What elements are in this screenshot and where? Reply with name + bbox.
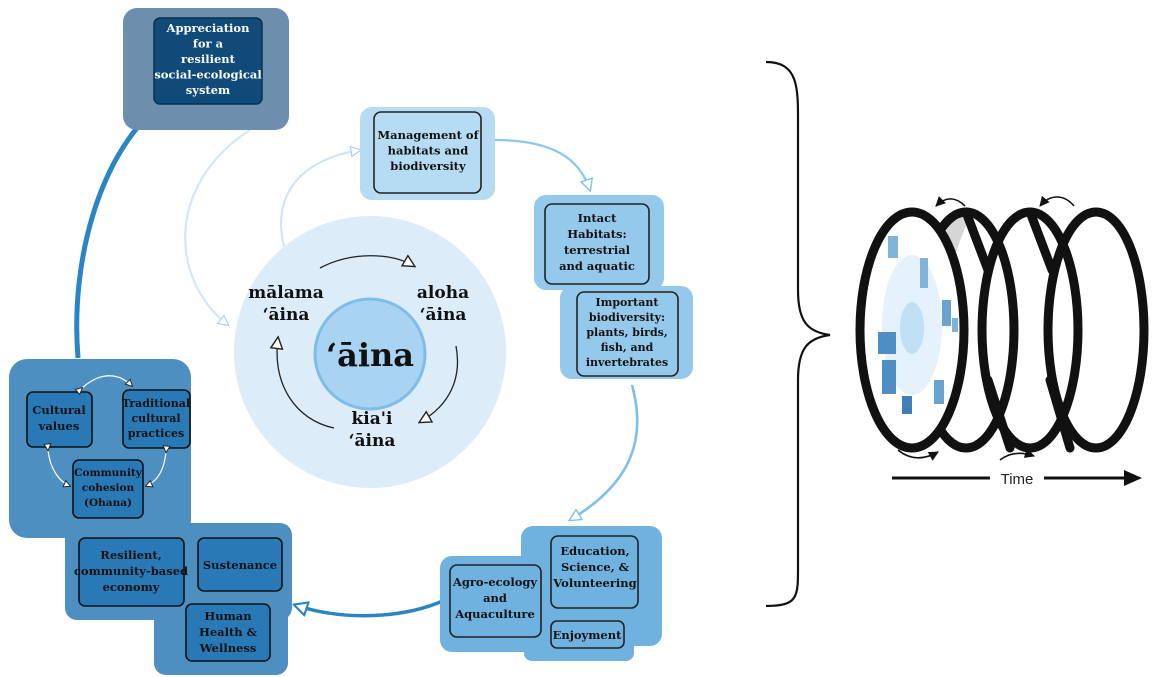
arrow-practices-cohesion xyxy=(146,452,166,486)
center-core-label: ʻāina xyxy=(326,336,414,374)
label-line: Traditional xyxy=(122,397,190,410)
label-line: fish, and xyxy=(601,341,654,354)
label-line: ʻāina xyxy=(263,305,310,325)
arrow-aloha-to-kiai xyxy=(420,345,459,422)
enjoyment-box xyxy=(550,620,625,649)
important-biodiversity-box xyxy=(576,291,679,377)
intact-habitats-box xyxy=(544,203,650,285)
spiral-graphic xyxy=(855,195,1149,486)
label-line: aloha xyxy=(417,283,469,303)
label-line: Human xyxy=(204,609,252,623)
sustenance-box xyxy=(197,537,283,592)
label-line: kia'i xyxy=(352,409,393,429)
label-line: Health & xyxy=(199,625,258,639)
traditional-practices-label: Traditional cultural practices xyxy=(122,397,190,440)
label-line: ʻāina xyxy=(420,305,467,325)
label-line: Science, & xyxy=(561,560,630,574)
arrow-values-practices xyxy=(82,375,132,388)
label-line: social-ecological xyxy=(154,68,262,82)
arrow-management-to-intact xyxy=(494,138,590,190)
label-line: system xyxy=(186,83,230,97)
arrow-culture-to-appreciation xyxy=(74,112,152,359)
label-line: Intact xyxy=(578,211,618,225)
label-line: Resilient, xyxy=(100,548,161,562)
label-line: invertebrates xyxy=(586,356,668,369)
center-core-circle xyxy=(313,297,427,411)
arrow-values-cohesion xyxy=(48,450,70,486)
label-line: Enjoyment xyxy=(553,628,622,642)
important-biodiversity-label: Important biodiversity: plants, birds, fish… xyxy=(586,296,668,369)
agroecology-box xyxy=(449,564,542,638)
label-line: Habitats: xyxy=(567,227,627,241)
label-line: for a xyxy=(193,37,224,51)
label-line: Wellness xyxy=(199,641,257,655)
label-line: Agro-ecology xyxy=(452,575,538,589)
resilient-economy-box xyxy=(78,537,185,607)
label-line: ʻāina xyxy=(349,431,396,451)
label-line: Sustenance xyxy=(203,558,277,572)
appreciation-box xyxy=(153,17,263,105)
label-line: Important xyxy=(596,296,660,309)
arrow-appreciation-to-malama xyxy=(184,129,251,325)
label-line: and aquatic xyxy=(559,259,635,273)
label-line: terrestrial xyxy=(564,243,631,257)
time-label: Time xyxy=(1001,471,1034,488)
curly-brace xyxy=(765,60,831,608)
arrow-biodiversity-to-education xyxy=(570,384,639,520)
label-line: Management of xyxy=(377,128,479,142)
label-line: Community xyxy=(74,467,143,479)
arrow-malama-to-management xyxy=(280,150,360,251)
label-line: practices xyxy=(128,427,184,440)
education-label: Education, Science, & Volunteering xyxy=(552,544,636,590)
arrow-malama-to-aloha xyxy=(319,256,414,269)
management-box xyxy=(373,111,482,194)
label-line: Education, xyxy=(560,544,629,558)
label-line: biodiversity: xyxy=(589,311,665,324)
label-line: community-based xyxy=(74,564,188,578)
cultural-values-label: Cultural values xyxy=(32,403,86,433)
label-line: cohesion xyxy=(82,482,135,494)
label-line: and xyxy=(483,591,507,605)
label-line: values xyxy=(38,419,80,433)
education-box xyxy=(550,535,639,609)
label-line: Cultural xyxy=(32,403,86,417)
label-line: mālama xyxy=(248,283,323,303)
label-line: habitats and xyxy=(388,144,469,158)
arrow-agroecology-to-health xyxy=(295,598,446,618)
label-line: Appreciation xyxy=(166,21,251,35)
community-cohesion-box xyxy=(72,459,144,519)
label-line: economy xyxy=(103,580,160,594)
label-line: plants, birds, xyxy=(586,326,667,339)
human-health-box xyxy=(185,603,271,662)
label-line: Aquaculture xyxy=(454,607,535,621)
community-cohesion-label: Community cohesion (Ohana) xyxy=(74,467,143,509)
enjoyment-label: Enjoyment xyxy=(553,628,622,642)
label-line: cultural xyxy=(131,412,180,425)
label-line: biodiversity xyxy=(390,159,466,173)
label-line: (Ohana) xyxy=(84,497,132,509)
label-line: Volunteering xyxy=(552,576,636,590)
resilient-economy-label: Resilient, community-based economy xyxy=(74,548,188,594)
arrow-kiai-to-malama xyxy=(277,338,335,429)
label-line: resilient xyxy=(181,52,236,66)
sustenance-label: Sustenance xyxy=(203,558,277,572)
